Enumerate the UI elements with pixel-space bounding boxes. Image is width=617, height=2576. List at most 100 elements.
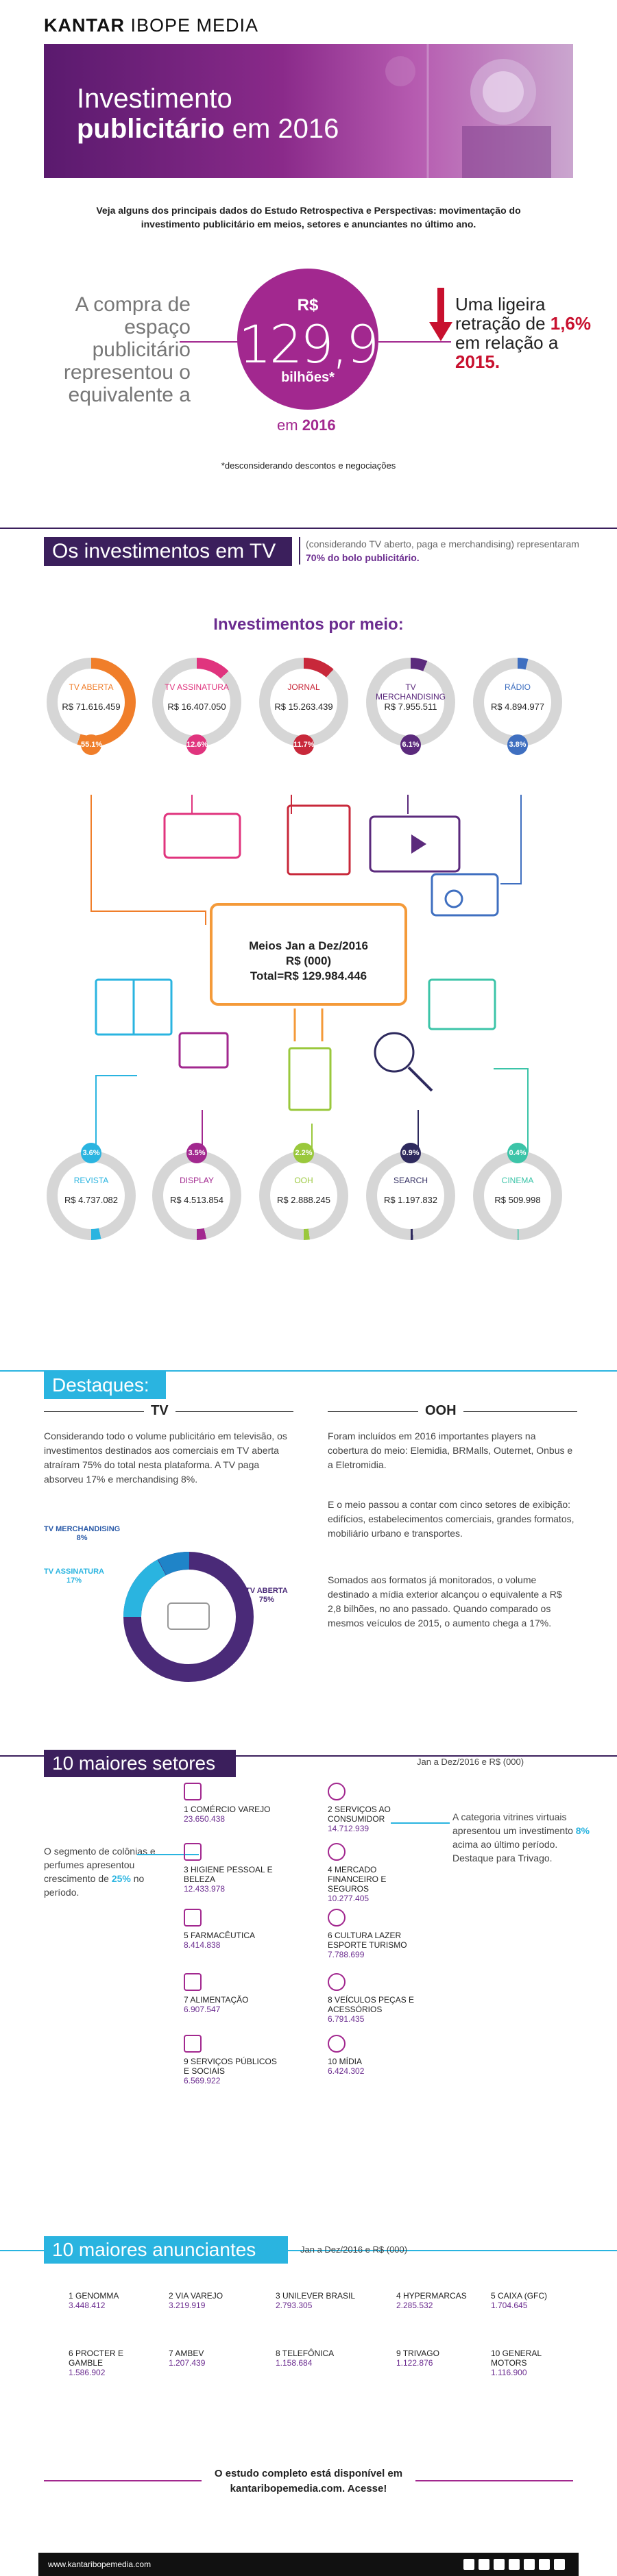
advertiser-5: 5 CAIXA (GFC)1.704.645 [491, 2291, 573, 2310]
sector-value-2: 14.712.939 [328, 1824, 370, 1833]
advertiser-name-7: 7 AMBEV [169, 2349, 204, 2358]
top-donut-hole-3 [270, 669, 337, 736]
sector-name-9: 9 SERVIÇOS PÚBLICOS E SOCIAIS [184, 2057, 277, 2076]
bottom-donut-label-3: OOH [294, 1176, 313, 1185]
tv-section-title: Os investimentos em TV [44, 537, 292, 566]
top-donut-label-2: TV ASSINATURA [165, 682, 229, 692]
facebook-icon[interactable] [494, 2559, 505, 2570]
advertiser-name-4: 4 HYPERMARCAS [396, 2291, 467, 2301]
top-donut-label-1: TV ABERTA [69, 682, 114, 692]
sector-value-5: 8.414.838 [184, 1940, 221, 1950]
media-total-box: Meios Jan a Dez/2016 R$ (000) Total=R$ 1… [210, 903, 407, 1006]
g-plus-icon[interactable] [554, 2559, 565, 2570]
sector-name-5: 5 FARMACÊUTICA [184, 1931, 256, 1940]
advertiser-name-5: 5 CAIXA (GFC) [491, 2291, 548, 2301]
logo-bold: KANTAR [44, 15, 125, 36]
media-total-text: Meios Jan a Dez/2016 R$ (000) Total=R$ 1… [213, 939, 404, 984]
bottom-donut-pct-4: 0.9% [400, 1143, 421, 1163]
advertisers-rule [0, 2250, 617, 2251]
advertiser-value-7: 1.207.439 [169, 2358, 206, 2368]
hero-title-line2: publicitário em 2016 [77, 114, 339, 144]
sector-icon-8 [328, 1973, 346, 1991]
kantar-logo[interactable]: KANTAR IBOPE MEDIA [44, 15, 258, 36]
top-donut-hole-4 [377, 669, 444, 736]
bottom-donut-label-1: REVISTA [73, 1176, 109, 1185]
sector-name-1: 1 COMÉRCIO VAREJO [184, 1805, 271, 1814]
sector-value-4: 10.277.405 [328, 1894, 370, 1903]
total-unit: bilhões* [281, 370, 335, 385]
sector-value-6: 7.788.699 [328, 1950, 365, 1959]
sectors-left-pointer [137, 1854, 199, 1855]
advertiser-name-2: 2 VIA VAREJO [169, 2291, 223, 2301]
twitter-icon[interactable] [524, 2559, 535, 2570]
bottom-donut-value-5: R$ 509.998 [494, 1195, 541, 1205]
sectors-right-note: A categoria vitrines virtuais apresentou… [452, 1811, 590, 1863]
hero-lamp-illustration [385, 44, 551, 178]
advertisers-title: 10 maiores anunciantes [44, 2236, 288, 2264]
youtube-icon[interactable] [479, 2559, 489, 2570]
sector-icon-9 [184, 2035, 202, 2053]
sector-icon-2 [328, 1783, 346, 1800]
bottom-donut-label-5: CINEMA [501, 1176, 534, 1185]
advertiser-name-8: 8 TELEFÔNICA [276, 2349, 335, 2358]
highlights-title: Destaques: [44, 1372, 166, 1399]
ooh-text-1: Foram incluídos em 2016 importantes play… [328, 1431, 573, 1470]
advertiser-value-6: 1.586.902 [69, 2368, 106, 2377]
bottom-donut-label-4: SEARCH [393, 1176, 428, 1185]
top-donut-4 [366, 658, 455, 747]
closing-link[interactable]: kantaribopemedia.com. Acesse! [230, 2483, 387, 2494]
top-donut-label-3: JORNAL [287, 682, 320, 692]
sector-value-1: 23.650.438 [184, 1814, 226, 1824]
intro-text: Veja alguns dos principais dados do Estu… [96, 205, 521, 230]
tv-section-rule [0, 528, 617, 529]
advertiser-value-1: 3.448.412 [69, 2301, 106, 2310]
top-donut-value-2: R$ 16.407.050 [167, 702, 226, 712]
sector-name-4: 4 MERCADO FINANCEIRO E SEGUROS [328, 1865, 387, 1894]
total-currency: R$ [297, 296, 319, 314]
sector-name-10: 10 MÍDIA [328, 2057, 363, 2066]
footer-url[interactable]: www.kantaribopemedia.com [48, 2560, 152, 2569]
play-icon[interactable] [539, 2559, 550, 2570]
advertiser-name-1: 1 GENOMMA [69, 2291, 119, 2301]
top-donut-pct-2: 12.6% [186, 734, 208, 755]
sector-name-8: 8 VEÍCULOS PEÇAS E ACESSÓRIOS [328, 1995, 415, 2014]
ooh-text-3: Somados aos formatos já monitorados, o v… [328, 1574, 562, 1628]
total-amount: 129,9 [238, 314, 380, 375]
sector-value-7: 6.907.547 [184, 2005, 221, 2014]
summary-line-right [378, 341, 451, 343]
hero-banner: Investimento publicitário em 2016 [44, 44, 573, 178]
media-title: Investimentos por meio: [213, 615, 404, 634]
tv-split-donut [123, 1552, 254, 1682]
bottom-donut-value-3: R$ 2.888.245 [276, 1195, 331, 1205]
top-donut-value-4: R$ 7.955.511 [384, 702, 437, 712]
instagram-icon[interactable] [509, 2559, 520, 2570]
bottom-donut-label-2: DISPLAY [180, 1176, 214, 1185]
linkedin-icon[interactable] [463, 2559, 474, 2570]
bottom-donut-value-1: R$ 4.737.082 [64, 1195, 119, 1205]
advertiser-name-6: 6 PROCTER E GAMBLE [69, 2349, 124, 2368]
advertiser-value-4: 2.285.532 [396, 2301, 433, 2310]
bottom-donut-pct-1: 3.6% [81, 1143, 101, 1163]
advertiser-value-8: 1.158.684 [276, 2358, 313, 2368]
closing-text[interactable]: O estudo completo está disponível em kan… [199, 2466, 418, 2497]
top-donut-hole-1 [58, 669, 125, 736]
sectors-period: Jan a Dez/2016 e R$ (000) [417, 1757, 524, 1767]
sector-name-6: 6 CULTURA LAZER ESPORTE TURISMO [328, 1931, 407, 1950]
sector-value-9: 6.569.922 [184, 2076, 221, 2085]
highlights-rule [0, 1370, 617, 1372]
